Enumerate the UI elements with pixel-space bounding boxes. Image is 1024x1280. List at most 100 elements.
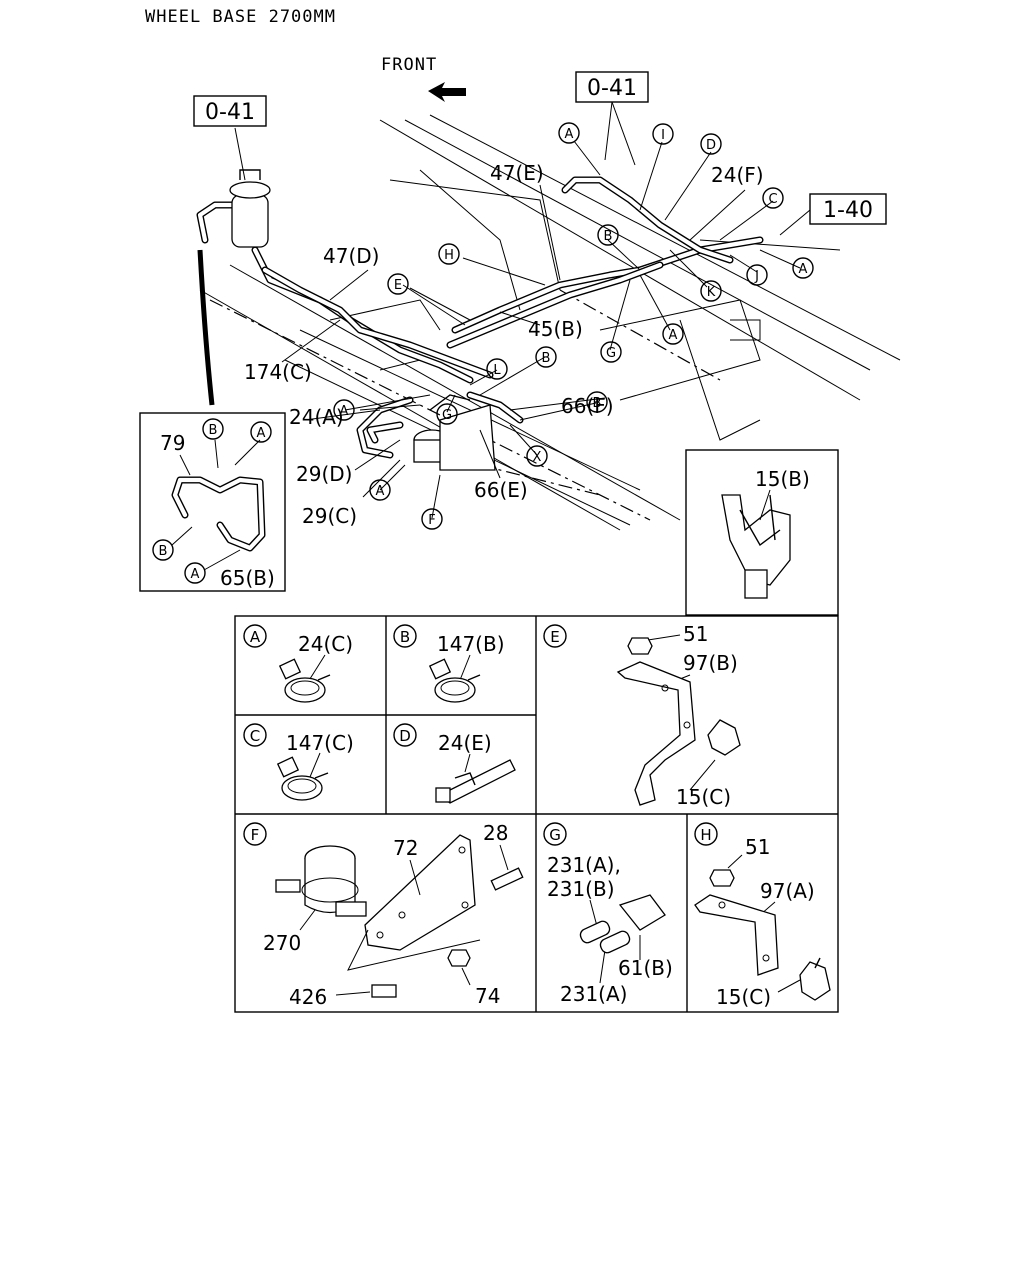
svg-text:15(C): 15(C)	[716, 985, 771, 1009]
label-15b: 15(B)	[755, 467, 810, 491]
svg-text:74: 74	[475, 984, 500, 1008]
front-label: FRONT	[381, 55, 437, 75]
svg-text:K: K	[707, 285, 716, 300]
label-29d: 29(D)	[296, 462, 352, 486]
svg-text:24(C): 24(C)	[298, 632, 353, 656]
svg-text:A: A	[340, 404, 349, 419]
svg-text:H: H	[444, 248, 454, 263]
inset-callout-b-1: B	[202, 418, 224, 440]
inset-hose-detail: 79 B A B A 65(B)	[139, 412, 286, 592]
ref-box-far: 1-40	[809, 193, 887, 225]
svg-text:A: A	[250, 628, 261, 646]
svg-text:0-41: 0-41	[587, 76, 637, 101]
callout-e: E	[387, 273, 409, 295]
callout-j: J	[746, 264, 768, 286]
svg-text:A: A	[191, 567, 200, 582]
label-174c: 174(C)	[244, 360, 312, 384]
callout-h: H	[438, 243, 460, 265]
svg-text:72: 72	[393, 836, 418, 860]
svg-text:231(B): 231(B)	[547, 877, 615, 901]
label-79: 79	[160, 431, 185, 455]
svg-text:G: G	[442, 408, 452, 423]
svg-text:28: 28	[483, 821, 508, 845]
svg-text:F: F	[428, 513, 435, 528]
panel-a: A 24(C)	[243, 624, 353, 703]
callout-f: F	[421, 508, 443, 530]
svg-text:D: D	[706, 138, 716, 153]
callout-d: D	[700, 133, 722, 155]
callout-a-2: A	[792, 257, 814, 279]
svg-text:147(B): 147(B)	[437, 632, 505, 656]
fuel-filter-left	[229, 169, 271, 248]
callout-x: X	[526, 445, 548, 467]
svg-text:B: B	[209, 423, 218, 438]
page-title: WHEEL BASE 2700MM	[145, 7, 336, 27]
callout-b-2: B	[535, 346, 557, 368]
svg-text:E: E	[394, 278, 402, 293]
svg-text:F: F	[251, 826, 260, 844]
svg-text:A: A	[257, 426, 266, 441]
callout-b-3: B	[586, 391, 608, 413]
svg-text:A: A	[376, 484, 385, 499]
svg-text:231(A): 231(A)	[560, 982, 627, 1006]
callout-g-2: G	[436, 403, 458, 425]
svg-text:426: 426	[289, 985, 327, 1009]
svg-text:51: 51	[683, 622, 708, 646]
label-24a: 24(A)	[289, 405, 344, 429]
svg-text:B: B	[400, 628, 410, 646]
chassis-frame	[199, 114, 901, 531]
panel-h: H 51 97(A) 15(C)	[694, 822, 831, 1009]
svg-text:15(C): 15(C)	[676, 785, 731, 809]
svg-text:L: L	[493, 363, 501, 378]
ref-box-right: 0-41	[575, 71, 649, 103]
svg-text:97(A): 97(A)	[760, 879, 815, 903]
svg-text:24(E): 24(E)	[438, 731, 492, 755]
svg-text:C: C	[768, 192, 777, 207]
svg-text:A: A	[565, 127, 574, 142]
callout-a-4: A	[333, 399, 355, 421]
svg-text:51: 51	[745, 835, 770, 859]
svg-text:G: G	[549, 826, 561, 844]
svg-text:B: B	[159, 544, 168, 559]
svg-text:A: A	[669, 328, 678, 343]
svg-text:270: 270	[263, 931, 301, 955]
panel-g: G 231(A), 231(B) 61(B) 231(A)	[543, 822, 673, 1006]
callout-c: C	[762, 187, 784, 209]
ref-box-left: 0-41	[193, 95, 267, 127]
svg-text:I: I	[661, 128, 665, 143]
svg-text:J: J	[754, 269, 759, 284]
callout-a-5: A	[369, 479, 391, 501]
label-66e: 66(E)	[474, 478, 528, 502]
svg-text:97(B): 97(B)	[683, 651, 738, 675]
svg-text:B: B	[542, 351, 551, 366]
callout-g-1: G	[600, 341, 622, 363]
label-45b: 45(B)	[528, 317, 583, 341]
svg-text:A: A	[799, 262, 808, 277]
callout-i: I	[652, 123, 674, 145]
svg-text:X: X	[533, 450, 542, 465]
callout-a-1: A	[558, 122, 580, 144]
svg-text:G: G	[606, 346, 616, 361]
inset-callout-b-2: B	[152, 539, 174, 561]
svg-text:E: E	[550, 628, 559, 646]
svg-text:B: B	[593, 396, 602, 411]
svg-text:B: B	[604, 229, 613, 244]
inset-callout-a-1: A	[250, 421, 272, 443]
svg-text:D: D	[399, 727, 411, 745]
svg-text:231(A),: 231(A),	[547, 853, 621, 877]
callout-a-3: A	[662, 323, 684, 345]
panel-b: B 147(B)	[393, 624, 505, 703]
sedimenter-unit	[413, 394, 496, 471]
label-65b: 65(B)	[220, 566, 275, 590]
panel-f: F 72 28 270 426 74	[243, 821, 524, 1009]
label-47e: 47(E)	[490, 161, 544, 185]
svg-text:H: H	[700, 826, 711, 844]
callout-l: L	[486, 358, 508, 380]
detail-15b-box: 15(B)	[685, 449, 839, 616]
svg-text:C: C	[250, 727, 260, 745]
label-29c: 29(C)	[302, 504, 357, 528]
inset-callout-a-2: A	[184, 562, 206, 584]
panel-e: E 51 97(B) 15(C)	[543, 622, 741, 809]
leader-lines	[197, 101, 811, 519]
